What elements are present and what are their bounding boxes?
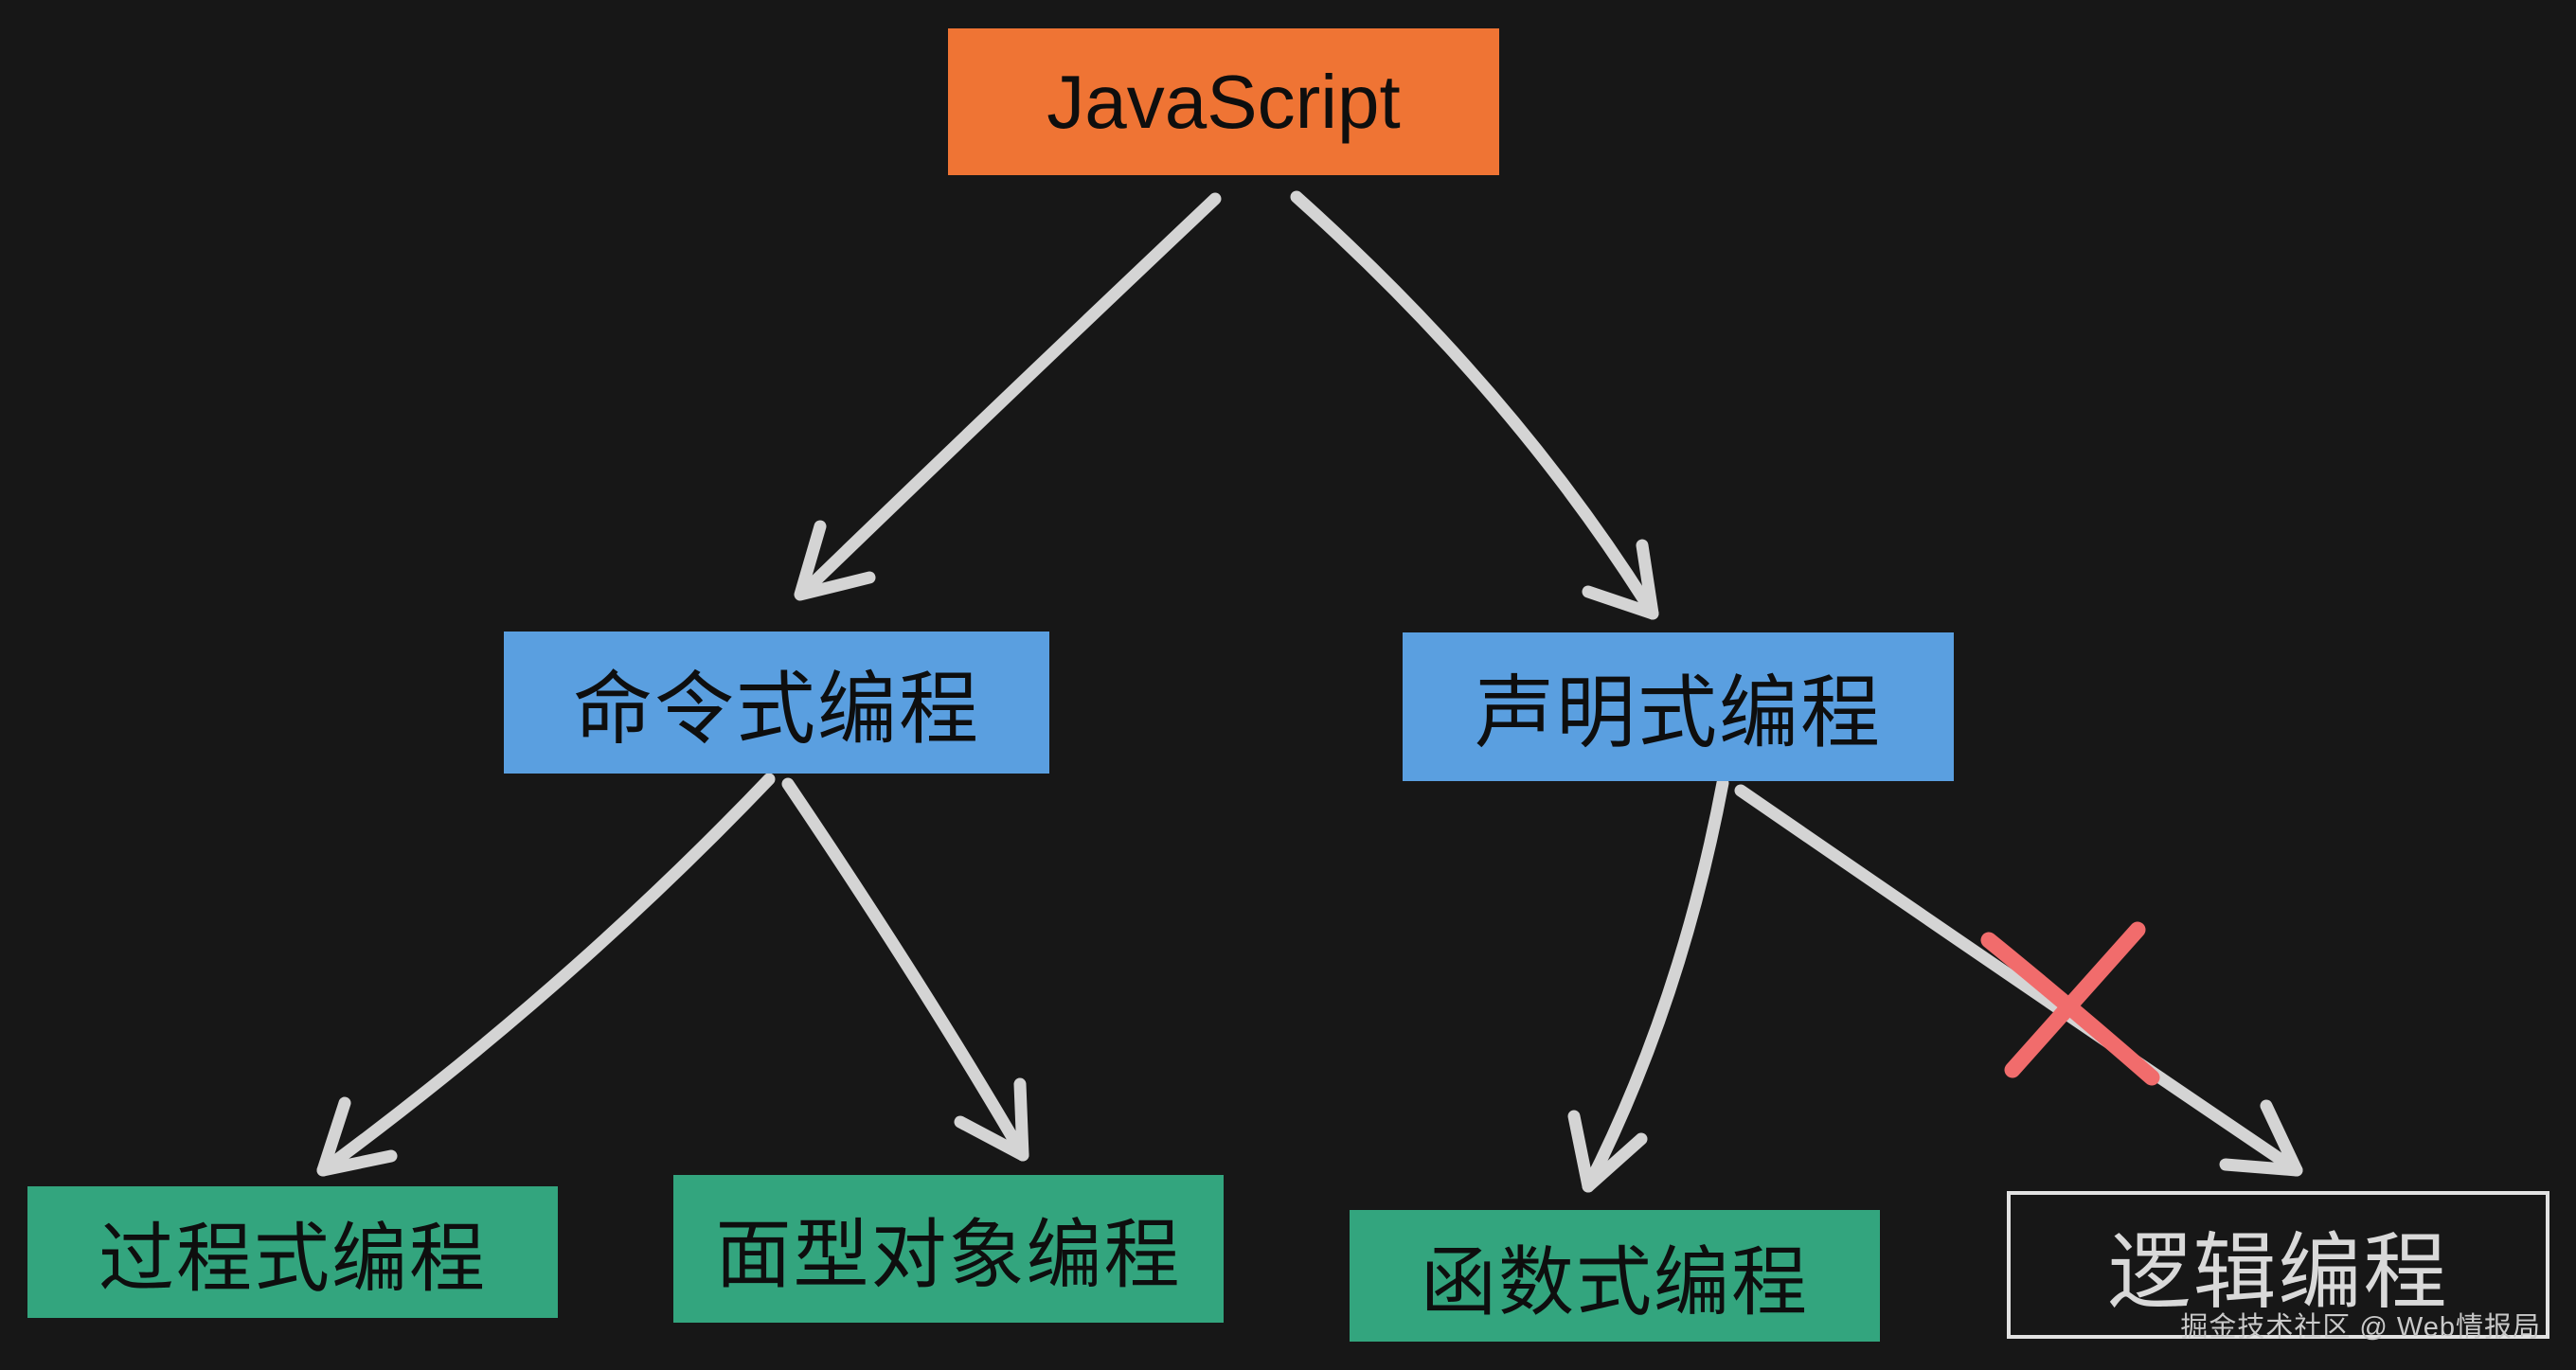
arrows-group	[316, 190, 2303, 1193]
node-imperative-label: 命令式编程	[572, 664, 980, 754]
watermark: 掘金技术社区 @ Web情报局	[2180, 1312, 2541, 1343]
arrow-imperative-to-object-oriented	[781, 777, 1029, 1162]
arrow-javascript-to-declarative	[1290, 190, 1659, 620]
node-logic: 逻辑编程	[2007, 1191, 2549, 1339]
arrow-imperative-to-procedural	[316, 773, 776, 1177]
cross-out-mark	[1980, 921, 2160, 1086]
arrow-declarative-to-logic	[1734, 784, 2303, 1177]
arrow-declarative-to-functional	[1567, 776, 1729, 1193]
node-logic-label: 逻辑编程	[2107, 1224, 2449, 1319]
node-object-oriented-label: 面型对象编程	[715, 1213, 1182, 1297]
node-javascript: JavaScript	[948, 28, 1499, 175]
node-imperative: 命令式编程	[504, 632, 1049, 774]
node-declarative-label: 声明式编程	[1474, 668, 1882, 757]
node-procedural: 过程式编程	[27, 1186, 558, 1318]
node-declarative: 声明式编程	[1403, 632, 1954, 781]
node-object-oriented: 面型对象编程	[673, 1175, 1224, 1323]
arrow-javascript-to-imperative	[794, 192, 1222, 601]
node-functional-label: 函数式编程	[1421, 1239, 1809, 1325]
node-javascript-label: JavaScript	[1046, 59, 1401, 144]
node-functional: 函数式编程	[1350, 1210, 1880, 1342]
node-procedural-label: 过程式编程	[98, 1216, 487, 1301]
